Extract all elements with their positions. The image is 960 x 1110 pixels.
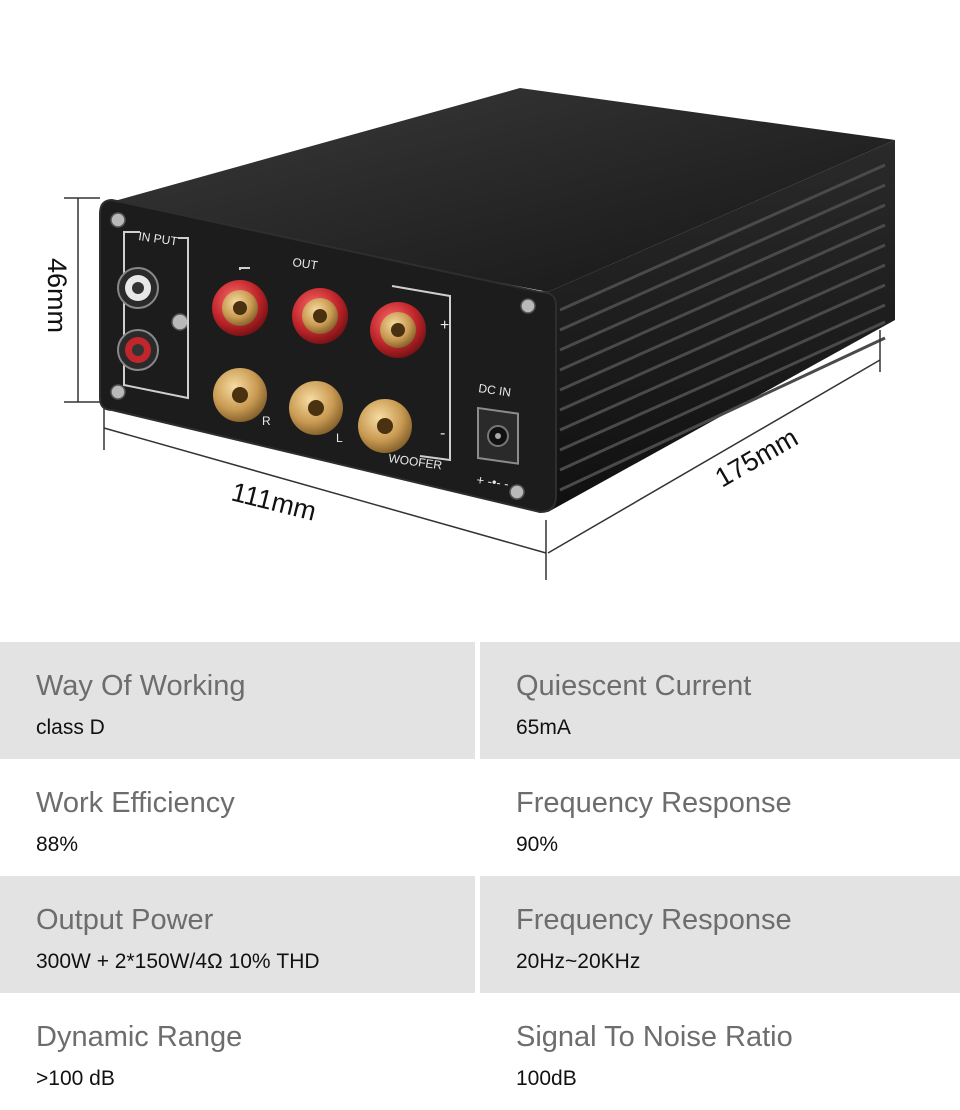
spec-value: 100dB [516,1067,577,1090]
width-dimension: 111mm [229,477,320,527]
input-frame [123,231,189,400]
spec-cell-left: Output Power 300W + 2*150W/4Ω 10% THD [0,876,475,993]
binding-post-gold [289,381,343,435]
spec-row: Way Of Working class D Quiescent Current 65… [0,642,960,759]
spec-row: Output Power 300W + 2*150W/4Ω 10% THD Freq… [0,876,960,993]
woofer-frame [391,285,451,462]
spec-row: Work Efficiency 88% Frequency Response 90% [0,759,960,876]
spec-value: >100 dB [36,1067,115,1090]
rca-jack-white [117,267,159,309]
amplifier-product-photo: IN PUT OUT R L + [42,88,895,580]
binding-post-gold [358,399,412,453]
rca-jack-red [117,329,159,371]
chassis-side [548,140,895,512]
chassis-front [99,198,557,514]
height-dimension: 46mm [42,258,72,333]
spec-value: 65mA [516,716,571,739]
spec-table: Way Of Working class D Quiescent Current 65… [0,642,960,1110]
left-channel-mark: L [336,431,343,445]
spec-name: Frequency Response [516,787,792,819]
spec-name: Quiescent Current [516,670,752,702]
spec-value: class D [36,716,105,739]
binding-post-gold [213,368,267,422]
spec-value: 20Hz~20KHz [516,950,641,973]
spec-cell-left: Dynamic Range >100 dB [0,993,475,1110]
dc-in-jack [477,406,519,465]
spec-name: Dynamic Range [36,1021,243,1053]
spec-value: 88% [36,833,79,856]
spec-name: Output Power [36,904,214,936]
spec-name: Signal To Noise Ratio [516,1021,793,1053]
polarity-mark: + -•- - [476,472,510,491]
out-label: OUT [292,255,320,272]
spec-cell-left: Work Efficiency 88% [0,759,475,876]
spec-cell-right: Frequency Response 20Hz~20KHz [480,876,960,993]
plus-mark: + [440,317,449,334]
binding-post-red [212,280,268,336]
spec-name: Way Of Working [36,670,246,702]
spec-name: Frequency Response [516,904,792,936]
binding-post-red [370,302,426,358]
spec-cell-right: Frequency Response 90% [480,759,960,876]
spec-value: 300W + 2*150W/4Ω 10% THD [36,950,320,973]
dimension-lines [64,197,881,580]
input-label: IN PUT [138,229,180,248]
out-frame [239,267,250,270]
spec-row: Dynamic Range >100 dB Signal To Noise Rati… [0,993,960,1110]
right-channel-mark: R [262,414,271,428]
spec-value: 90% [516,833,559,856]
spec-cell-right: Quiescent Current 65mA [480,642,960,759]
binding-post-red [292,288,348,344]
depth-dimension: 175mm [710,422,803,493]
heatsink-fins [559,163,886,492]
spec-cell-left: Way Of Working class D [0,642,475,759]
spec-cell-right: Signal To Noise Ratio 100dB [480,993,960,1110]
dc-in-label: DC IN [478,381,512,399]
minus-mark: - [440,425,445,442]
spec-name: Work Efficiency [36,787,235,819]
